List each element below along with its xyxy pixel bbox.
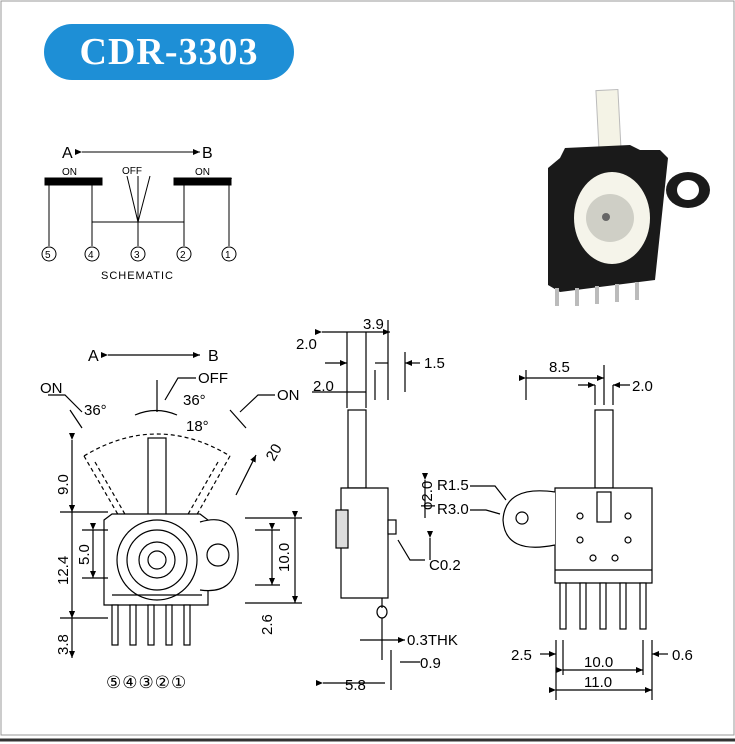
schematic-label-b: B: [202, 145, 213, 162]
rear-view: [470, 365, 668, 700]
side-dim-3-9: 3.9: [363, 316, 384, 333]
front-tab-hole: [206, 543, 230, 567]
model-title: CDR-3303: [79, 31, 259, 73]
angle-arc: [134, 409, 178, 416]
front-terminal-5: [111, 604, 119, 646]
side-body: [340, 487, 389, 599]
rear-tab-hole: [515, 511, 529, 525]
side-view: [312, 320, 433, 690]
front-rotor-core: [147, 550, 167, 570]
front-terminal-1: [183, 604, 191, 646]
rear-terminal-2: [619, 582, 627, 630]
pin4-circle: [84, 246, 100, 262]
pin2-number: 2: [180, 250, 186, 261]
rear-slot: [596, 491, 612, 523]
fan-arc-outer: [83, 433, 231, 457]
front-terminal-2: [165, 604, 173, 646]
pin1-number: 1: [225, 250, 231, 261]
front-body: [103, 513, 209, 606]
pin3-number: 3: [134, 250, 140, 261]
schematic: [41, 149, 237, 262]
front-label-a: A: [88, 348, 99, 365]
schematic-off: OFF: [122, 166, 142, 177]
front-terminal-4: [129, 604, 137, 646]
front-on-right: ON: [277, 387, 300, 404]
pin2-circle: [176, 246, 192, 262]
front-shaft: [147, 437, 167, 519]
front-on-left: ON: [40, 380, 63, 397]
schematic-left-contact-bar: [44, 177, 103, 186]
front-rotor-inner: [138, 541, 176, 579]
rear-mount-tab: [502, 490, 556, 548]
on-right-leader: [239, 394, 275, 413]
front-dim-3-8: 3.8: [55, 634, 72, 655]
pin4-number: 4: [88, 250, 94, 261]
rear-dim-2-5: 2.5: [511, 647, 532, 664]
model-badge: CDR-3303: [44, 24, 294, 80]
front-dim-5: 5.0: [76, 544, 93, 565]
front-dim-9: 9.0: [55, 474, 72, 495]
front-label-b: B: [208, 348, 219, 365]
rear-terminal-5: [559, 582, 567, 630]
side-dim-thk: 0.3THK: [407, 632, 458, 649]
rear-dim-r30: R3.0: [437, 501, 469, 518]
rear-dim-10: 10.0: [584, 654, 613, 671]
photo-rotor-center: [586, 194, 634, 242]
rear-terminal-4: [579, 582, 587, 630]
rear-dim-11: 11.0: [584, 674, 612, 691]
front-dim-12-4: 12.4: [55, 556, 72, 585]
schematic-on-left: ON: [62, 167, 77, 178]
front-terminal-3: [147, 604, 155, 646]
schematic-caption: SCHEMATIC: [101, 270, 174, 282]
side-dim-5-8: 5.8: [345, 677, 366, 694]
off-leader: [164, 377, 196, 401]
front-dim-10: 10.0: [276, 543, 293, 572]
front-angle-right: 36°: [183, 392, 206, 409]
wiper-line-3: [137, 175, 151, 223]
pin1-circle: [221, 246, 237, 262]
front-mount-tab: [199, 519, 239, 592]
front-pin-numbers: ⑤④③②①: [106, 673, 187, 692]
pin3-circle: [130, 246, 146, 262]
rear-shaft: [594, 409, 614, 489]
schematic-on-right: ON: [195, 167, 210, 178]
wiper-line-1: [126, 175, 139, 223]
pin5-number: 5: [45, 250, 51, 261]
rear-dim-r15: R1.5: [437, 477, 469, 494]
rear-dim-2-0: 2.0: [632, 378, 653, 395]
side-dim-2-0b: 2.0: [313, 378, 334, 395]
on-left-leader: [48, 394, 83, 413]
schematic-label-a: A: [62, 145, 73, 162]
side-dim-c02: C0.2: [429, 557, 461, 574]
front-off: OFF: [198, 370, 228, 387]
schematic-right-contact-bar: [173, 177, 232, 186]
front-rotor-outer: [116, 519, 198, 601]
rear-body: [554, 487, 653, 584]
front-dim-20: 20: [263, 441, 286, 464]
front-rotor-mid: [126, 529, 188, 591]
photo-mount-hole: [677, 180, 699, 200]
product-photo: [548, 88, 710, 306]
side-boss: [387, 519, 397, 535]
rear-terminal-3: [599, 582, 607, 630]
photo-rotor-dot: [602, 213, 610, 221]
rear-dim-0-6: 0.6: [672, 647, 693, 664]
rear-dim-8-5: 8.5: [549, 359, 570, 376]
side-knob-tab: [335, 509, 349, 549]
side-shaft: [347, 409, 367, 489]
front-angle-mid: 18°: [186, 418, 209, 435]
rear-terminal-1: [639, 582, 647, 630]
side-dim-phi: ϕ2.0: [419, 481, 436, 510]
side-dim-0-9: 0.9: [420, 655, 441, 672]
side-dim-1-5: 1.5: [424, 355, 445, 372]
pin5-circle: [41, 246, 57, 262]
front-view: [48, 352, 302, 658]
front-angle-left: 36°: [84, 402, 107, 419]
side-dim-2-0a: 2.0: [296, 336, 317, 353]
front-dim-2-6: 2.6: [259, 614, 276, 635]
